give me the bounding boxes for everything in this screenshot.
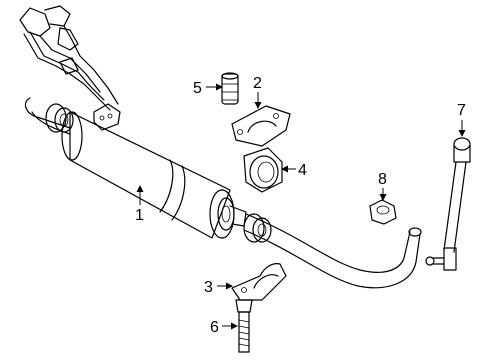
callout-6: 6 [210, 319, 219, 336]
callout-5: 5 [193, 80, 202, 97]
callout-4: 4 [298, 162, 307, 179]
wiring-harness [19, 5, 121, 131]
callout-7: 7 [457, 102, 466, 119]
stabilizer-actuator [61, 111, 247, 239]
nut-part-8 [369, 199, 397, 225]
callout-3: 3 [204, 279, 213, 296]
callout-8: 8 [378, 171, 387, 188]
callout-2: 2 [253, 75, 262, 92]
rubber-bushing-part-4 [243, 147, 283, 193]
upper-bracket-part-2 [231, 105, 291, 147]
bushing-sleeve-part-5 [221, 72, 239, 105]
stabilizer-link-part-7 [425, 137, 471, 271]
left-bar-end [24, 97, 74, 135]
lower-clamp-part-3 [231, 263, 287, 301]
callout-1: 1 [135, 207, 144, 224]
bolt-part-6 [235, 299, 253, 353]
right-stabilizer-bar [243, 213, 422, 289]
